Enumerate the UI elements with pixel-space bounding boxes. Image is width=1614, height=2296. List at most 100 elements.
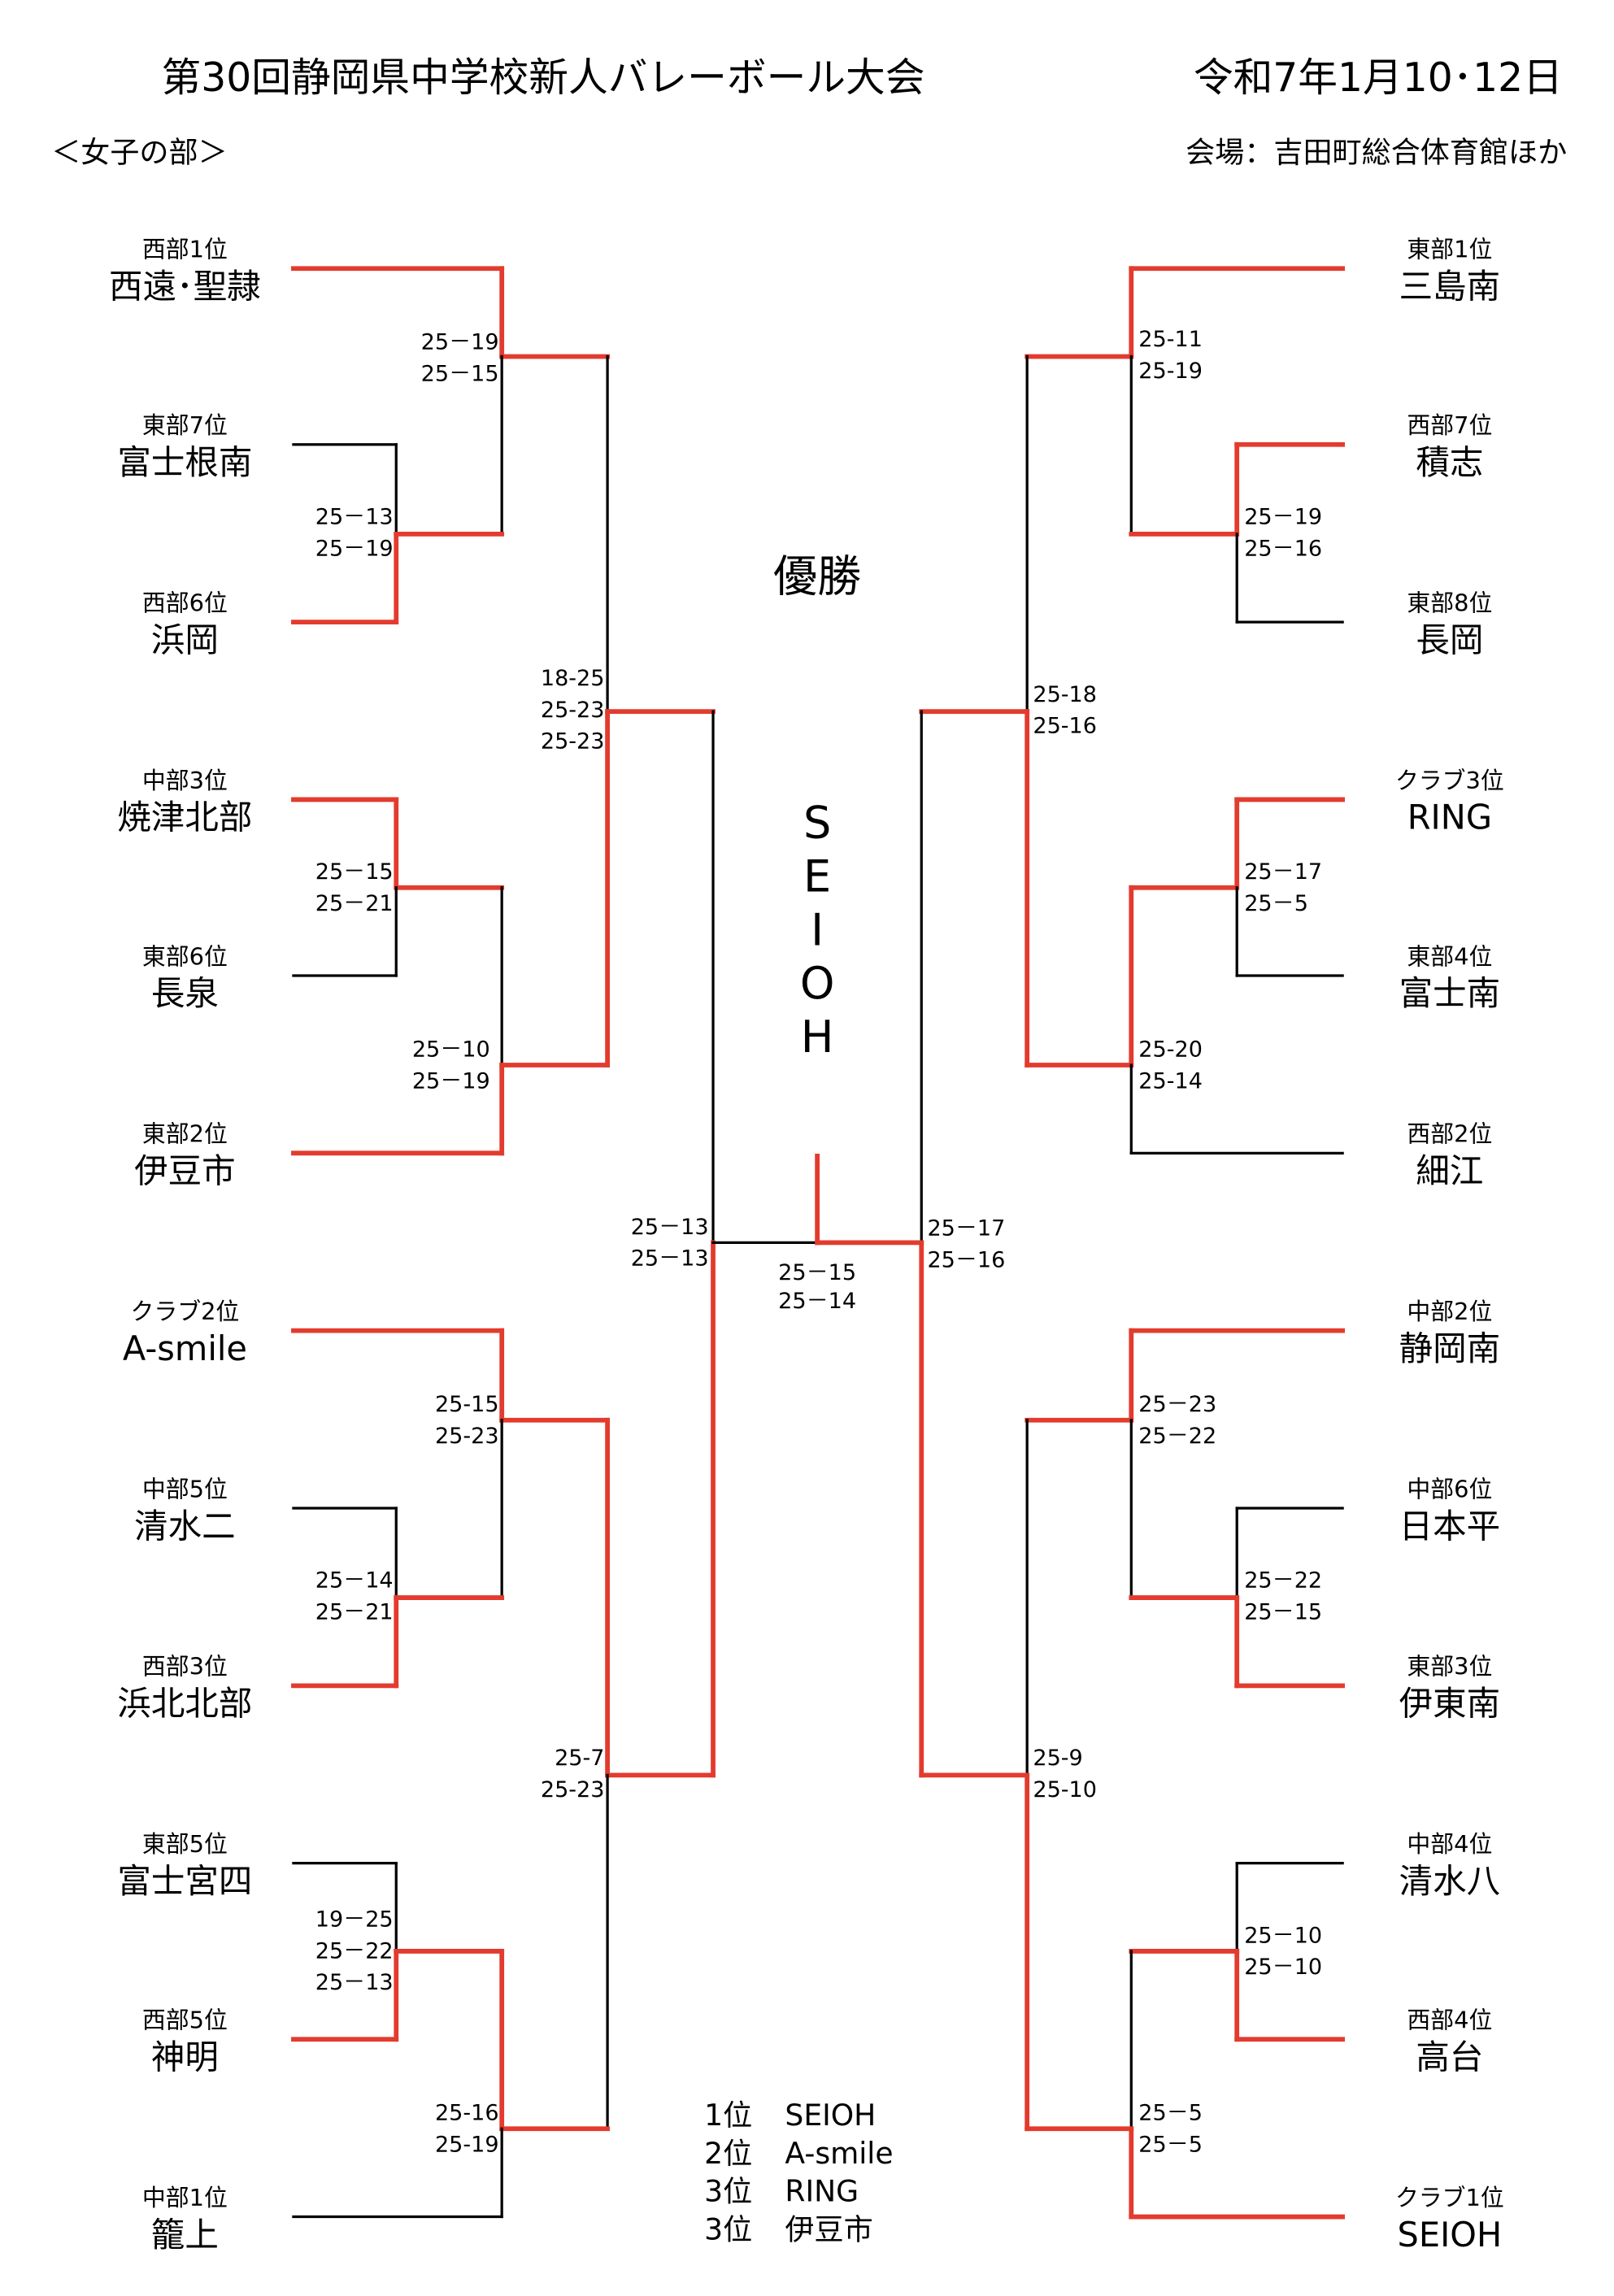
- team-rank: 西部7位: [1407, 411, 1492, 439]
- team-rank: 西部4位: [1407, 2007, 1492, 2034]
- final-score: 25－15: [778, 1260, 856, 1285]
- team-rank: 東部7位: [142, 411, 228, 439]
- team-rank: 東部8位: [1407, 589, 1492, 616]
- match-score: 25－16: [927, 1247, 1005, 1272]
- division-label: ＜女子の部＞: [51, 135, 227, 169]
- match-score: 25－13: [631, 1246, 709, 1272]
- team-name: 長岡: [1416, 620, 1483, 659]
- team-name: 焼津北部: [117, 798, 252, 837]
- team-rank: 中部5位: [142, 1475, 228, 1502]
- team-name: 富士宮四: [117, 1861, 252, 1901]
- match-score: 25-23: [435, 1424, 499, 1449]
- team-name: 長泉: [151, 973, 219, 1013]
- match-score: 25－21: [315, 1600, 394, 1625]
- team-name: 清水二: [134, 1506, 236, 1546]
- result-place: 2位: [704, 2137, 752, 2171]
- result-place: 1位: [704, 2098, 752, 2133]
- match-score: 25－19: [1244, 504, 1322, 529]
- match-score: 18-25: [541, 666, 605, 691]
- match-score: 25－22: [1138, 1424, 1216, 1449]
- match-score: 25－13: [315, 1970, 394, 1995]
- champion-label: 優勝: [773, 550, 861, 602]
- team-name: 三島南: [1399, 266, 1501, 306]
- team-rank: 西部2位: [1407, 1120, 1492, 1148]
- team-name: 浜岡: [151, 620, 219, 659]
- team-rank: 中部4位: [1407, 1830, 1492, 1858]
- match-score: 25－10: [412, 1037, 490, 1063]
- match-score: 25－21: [315, 891, 394, 916]
- team-name: 伊豆市: [134, 1151, 236, 1191]
- team-name: 積志: [1416, 442, 1483, 482]
- result-team: A-smile: [785, 2137, 893, 2171]
- match-score: 25－15: [315, 859, 394, 885]
- tournament-dates: 令和7年1月10･12日: [1194, 55, 1563, 101]
- team-rank: クラブ1位: [1395, 2184, 1504, 2211]
- result-team: RING: [785, 2175, 859, 2209]
- match-score: 25-9: [1033, 1746, 1082, 1771]
- team-name: 籠上: [151, 2215, 219, 2255]
- result-team: SEIOH: [785, 2098, 876, 2133]
- team-rank: 東部3位: [1407, 1653, 1492, 1681]
- team-name: 富士根南: [117, 442, 252, 482]
- team-name: A-smile: [123, 1328, 247, 1368]
- team-rank: 東部2位: [142, 1120, 228, 1148]
- match-score: 25－19: [315, 536, 394, 561]
- match-score: 25－22: [315, 1938, 394, 1963]
- team-rank: 中部3位: [142, 767, 228, 794]
- champion-name-letter: I: [811, 904, 824, 955]
- match-score: 25－17: [927, 1216, 1005, 1241]
- champion-name-letter: H: [801, 1011, 834, 1063]
- team-name: 西遠･聖隷: [109, 266, 261, 306]
- match-score: 25-23: [541, 698, 605, 723]
- team-name: SEIOH: [1398, 2215, 1503, 2255]
- match-score: 25－13: [315, 504, 394, 529]
- match-score: 25-23: [541, 1777, 605, 1802]
- team-name: 神明: [151, 2037, 219, 2076]
- match-score: 25－15: [1244, 1600, 1322, 1625]
- match-score: 25-15: [435, 1392, 499, 1417]
- team-rank: 西部3位: [142, 1653, 228, 1681]
- match-score: 25－19: [421, 330, 499, 355]
- result-place: 3位: [704, 2213, 752, 2247]
- team-name: 清水八: [1399, 1861, 1501, 1901]
- match-score: 25－14: [315, 1568, 394, 1594]
- champion-name-letter: E: [803, 850, 831, 902]
- team-name: 伊東南: [1399, 1684, 1501, 1724]
- team-rank: 東部1位: [1407, 236, 1492, 263]
- match-score: 25-19: [435, 2133, 499, 2158]
- bracket-labels: 第30回静岡県中学校新人バレーボール大会令和7年1月10･12日＜女子の部＞会場…: [51, 55, 1567, 2255]
- match-score: 25-16: [435, 2101, 499, 2126]
- team-name: 浜北北部: [117, 1684, 252, 1724]
- match-score: 25－22: [1244, 1568, 1322, 1594]
- team-name: RING: [1407, 798, 1492, 837]
- match-score: 25－5: [1244, 891, 1308, 916]
- match-score: 25-10: [1033, 1777, 1097, 1802]
- match-score: 25-14: [1138, 1068, 1203, 1094]
- match-score: 25－10: [1244, 1955, 1322, 1980]
- team-name: 静岡南: [1399, 1328, 1501, 1368]
- match-score: 25-23: [541, 729, 605, 754]
- team-rank: 西部1位: [142, 236, 228, 263]
- result-place: 3位: [704, 2175, 752, 2209]
- match-score: 25－5: [1138, 2101, 1203, 2126]
- match-score: 25－5: [1138, 2133, 1203, 2158]
- bracket-lines: [291, 266, 1346, 2220]
- team-rank: 東部4位: [1407, 942, 1492, 970]
- team-name: 細江: [1416, 1151, 1483, 1191]
- team-name: 富士南: [1399, 973, 1501, 1013]
- team-rank: クラブ2位: [130, 1298, 239, 1325]
- result-team: 伊豆市: [785, 2213, 872, 2247]
- match-score: 25-19: [1138, 359, 1203, 384]
- match-score: 25－13: [631, 1215, 709, 1240]
- team-name: 高台: [1416, 2037, 1483, 2076]
- match-score: 25-16: [1033, 714, 1097, 739]
- champion-name-letter: S: [803, 798, 831, 849]
- match-score: 25－23: [1138, 1392, 1216, 1417]
- match-score: 25-18: [1033, 682, 1097, 707]
- champion-name-letter: O: [800, 958, 835, 1009]
- match-score: 25-11: [1138, 327, 1203, 352]
- team-rank: 西部5位: [142, 2007, 228, 2034]
- team-rank: 中部2位: [1407, 1298, 1492, 1325]
- team-rank: 西部6位: [142, 589, 228, 616]
